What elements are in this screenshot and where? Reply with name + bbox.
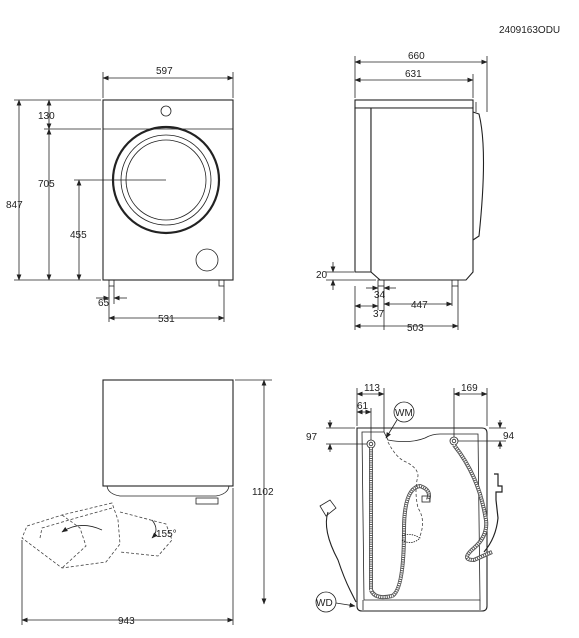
open-door-panel [119,511,173,557]
side-body [370,107,474,281]
open-door-view: 155° 1102 943 [21,379,274,627]
wd-marker [315,591,337,613]
wm-wire [387,441,423,537]
dim-front-width: 597 [156,66,173,77]
wm-marker [393,401,415,423]
dim-rear-right-offset: 169 [461,383,478,394]
program-knob [160,105,172,117]
dim-rear-inner-offset: 61 [357,401,369,412]
filter-cover [195,248,219,272]
dim-side-total-depth: 660 [408,51,425,62]
open-lid-edge [106,485,230,497]
side-view: 660 631 20 34 447 37 503 [316,51,488,334]
dim-front-foot-inset: 65 [98,298,110,309]
side-door-profile [472,111,485,241]
dim-front-total-height: 847 [6,200,23,211]
wd-label: WD [316,598,333,609]
dim-rear-left-offset: 113 [364,383,380,394]
front-view: 597 130 705 847 455 65 531 [6,66,234,325]
power-plug [319,499,337,517]
dim-side-body-depth: 631 [405,69,422,80]
dim-front-foot-span: 531 [158,314,175,325]
right-hose-end [483,473,503,553]
side-rear-panel [354,107,372,273]
dim-side-foot-to-foot: 447 [411,300,428,311]
drawing-code: 2409163ODU [499,25,560,36]
open-hinge [195,497,219,505]
rear-view: WM WD 113 61 169 97 94 [306,383,515,613]
front-left-foot [108,279,115,287]
dim-rear-right-hose: 94 [503,431,515,442]
dim-side-rear-foot: 37 [373,309,385,320]
side-top-panel [354,99,474,109]
dim-door-angle: 155° [156,529,177,540]
dim-front-door-bottom: 455 [70,230,87,241]
front-right-foot [218,279,225,287]
dim-open-depth: 943 [118,616,135,627]
open-cabinet [102,379,234,487]
dim-open-height: 1102 [252,487,274,498]
dim-side-foot-span: 503 [407,323,424,334]
dim-side-foot-width: 34 [374,290,386,301]
dim-rear-left-hose: 97 [306,432,318,443]
dim-front-door-center: 705 [38,179,55,190]
dim-front-top: 130 [38,111,55,122]
open-door-outline [21,502,121,569]
rear-panel-inner [361,431,481,601]
power-cable [325,511,357,603]
dim-side-foot-height: 20 [316,270,328,281]
side-front-foot [451,279,459,287]
wm-label: WM [395,408,413,419]
side-rear-foot [377,279,385,287]
